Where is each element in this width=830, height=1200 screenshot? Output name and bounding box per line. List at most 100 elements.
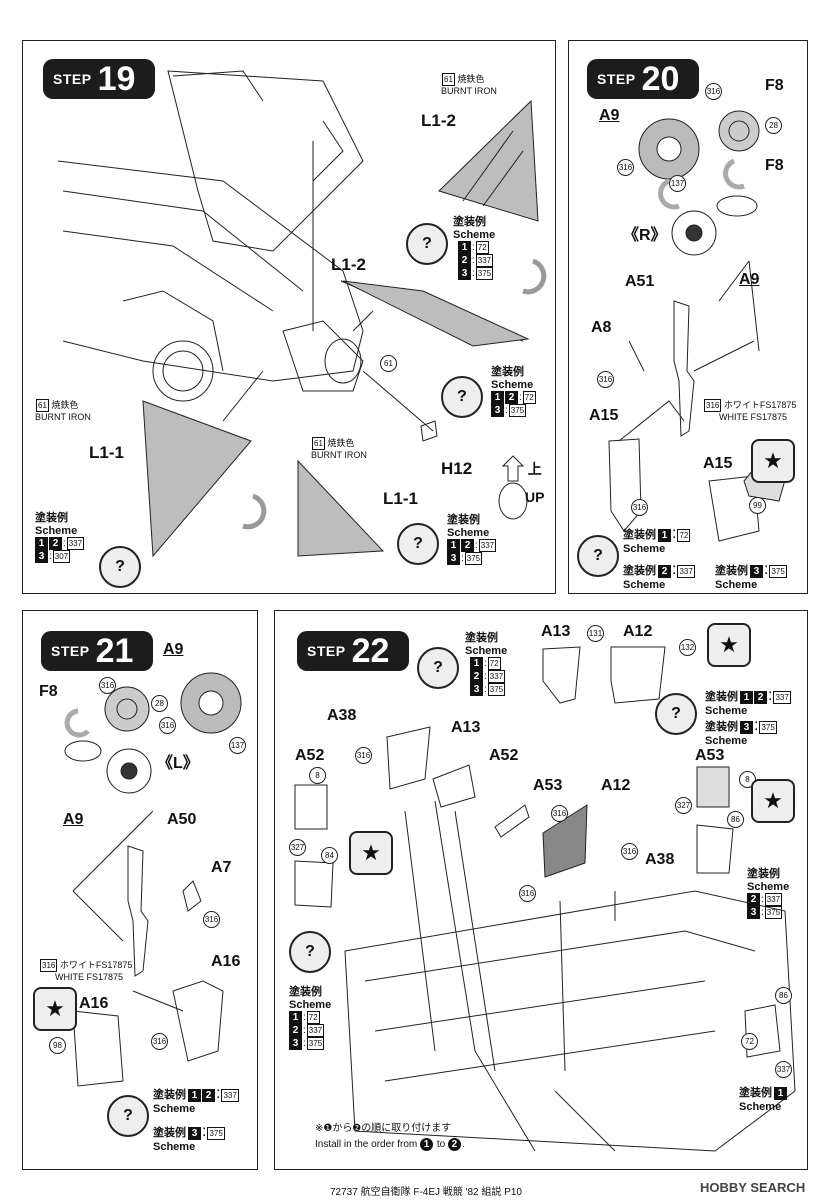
paint-ref-316-c: 316 [203,911,220,928]
part-label-A53-right: A53 [695,747,725,764]
paint-ref-316-d: 316 [631,499,648,516]
paint-ref-316-c: 316 [621,843,638,860]
paint-ref-316-b: 316 [159,717,176,734]
paint-ref-98: 98 [49,1037,66,1054]
part-label-A52-left: A52 [295,747,325,764]
paint-ref-99: 99 [749,497,766,514]
star-icon-step22-right: ★ [751,779,795,823]
part-label-A12-mid: A12 [601,777,631,794]
paint-ref-316-a: 316 [705,83,722,100]
part-label-A16-right: A16 [211,953,241,970]
step20-drawing [608,110,790,542]
up-label: 上 UP [525,461,545,505]
star-icon-step22-top: ★ [707,623,751,667]
scheme-a53-step22: 塗装例 Scheme 2:337 3:375 [747,868,790,919]
star-icon-step21: ★ [33,987,77,1031]
step21-drawing [64,672,242,1087]
paint-ref-337: 337 [775,1061,792,1078]
paint-ref-316-c: 316 [597,371,614,388]
part-label-A52-mid: A52 [489,747,519,764]
star-icon-step20: ★ [751,439,795,483]
scheme-icon-mid: ? [441,376,483,418]
scheme-icon-right-step22: ? [655,693,697,735]
part-label-A13-mid: A13 [451,719,481,736]
scheme-icon-step21: ? [107,1095,149,1137]
part-label-L1-2-mid: L1-2 [331,255,366,274]
paint-ref-316-a: 316 [355,747,372,764]
part-label-F8-top: F8 [765,77,784,94]
part-label-A9-mid: A9 [63,811,84,828]
label-R: 《R》 [623,227,667,244]
part-label-A8: A8 [591,319,612,336]
part-label-A12-top: A12 [623,623,653,640]
burnt-iron-label-top: 61 焼鉄色 BURNT IRON [441,73,497,96]
paint-ref-86-bottom: 86 [775,987,792,1004]
label-L: 《L》 [157,755,199,772]
part-label-A9-top: A9 [163,641,184,658]
paint-ref-131: 131 [587,625,604,642]
paint-ref-137: 137 [669,175,686,192]
burnt-iron-label-center: 61 焼鉄色 BURNT IRON [311,437,367,460]
part-label-F8-mid: F8 [765,157,784,174]
paint-ref-316-a: 316 [99,677,116,694]
part-label-A15-right: A15 [703,455,733,472]
part-label-L1-1-center: L1-1 [383,489,418,508]
paint-ref-86: 86 [727,811,744,828]
scheme-icon-top: ? [406,223,448,265]
paint-ref-72: 72 [741,1033,758,1050]
part-label-A9-top: A9 [599,107,620,124]
part-label-H12: H12 [441,459,473,478]
paint-ref-316-d: 316 [519,885,536,902]
paint-ref-327-left: 327 [289,839,306,856]
scheme-icon-top-step22: ? [417,647,459,689]
paint-ref-132: 132 [679,639,696,656]
part-label-L1-2-top: L1-2 [421,111,456,130]
paint-ref-316-b: 316 [617,159,634,176]
part-label-A38-left: A38 [327,707,357,724]
scheme-icon-left: ? [99,546,141,588]
page-footer: 72737 航空自衛隊 F-4EJ 戦競 '82 組説 P10 [330,1187,522,1198]
part-label-A13-top: A13 [541,623,571,640]
paint-ref-84: 84 [321,847,338,864]
paint-ref-28: 28 [765,117,782,134]
paint-ref-316-b: 316 [551,805,568,822]
step19-drawing [57,70,547,558]
part-label-A7: A7 [211,859,232,876]
paint-ref-61-mid: 61 [380,355,397,372]
part-label-A53-mid: A53 [533,777,563,794]
scheme-left-step22: 塗装例 Scheme 1:72 2:337 3:375 [289,986,332,1050]
star-icon-step22-left: ★ [349,831,393,875]
paint-ref-137: 137 [229,737,246,754]
scheme-icon-center: ? [397,523,439,565]
part-label-A38-right: A38 [645,851,675,868]
step22-drawing [294,646,796,1152]
paint-ref-316-d: 316 [151,1033,168,1050]
watermark: HOBBY SEARCH [700,1180,806,1195]
part-label-A51: A51 [625,273,655,290]
part-label-A16-left: A16 [79,995,109,1012]
part-label-A15-left: A15 [589,407,619,424]
part-label-A9-mid: A9 [739,271,760,288]
paint-ref-28: 28 [151,695,168,712]
white-label: 316 ホワイトFS17875 WHITE FS17875 [40,959,133,982]
scheme-icon-step20: ? [577,535,619,577]
part-label-L1-1-left: L1-1 [89,443,124,462]
part-label-A50: A50 [167,811,197,828]
